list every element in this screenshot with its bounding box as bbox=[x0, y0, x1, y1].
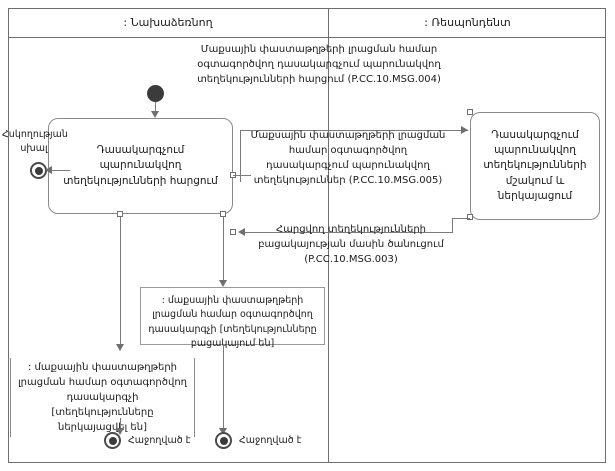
final-node-success-left bbox=[104, 432, 121, 449]
flow-seg-h-return-to-request bbox=[243, 232, 453, 233]
arrowhead-down-to-guard bbox=[116, 344, 124, 351]
swimlane-header-row bbox=[8, 8, 606, 38]
flow-request-to-error bbox=[48, 170, 70, 171]
swimlane-frame bbox=[8, 8, 606, 463]
initial-node bbox=[147, 85, 164, 102]
arrowhead-down-to-end-right bbox=[219, 428, 227, 435]
swimlane-divider bbox=[328, 8, 329, 463]
arrowhead-down-to-note bbox=[219, 280, 227, 287]
end-label-success-left: Հաջողված է bbox=[128, 435, 191, 446]
flow-request-to-note bbox=[223, 217, 224, 283]
end-label-success-right: Հաջողված է bbox=[239, 435, 302, 446]
flow-seg-h-process-return bbox=[452, 218, 470, 219]
pin-request-bottom-left bbox=[117, 211, 123, 217]
flow-seg-v-process-return bbox=[452, 218, 453, 232]
flow-request-to-guard-presented bbox=[120, 217, 121, 347]
lane-title-initiator: : Նախաձեռնող bbox=[123, 16, 213, 29]
flow-seg-v-request-up bbox=[240, 130, 241, 182]
arrowhead-down-to-request bbox=[151, 111, 159, 118]
final-node-success-right bbox=[215, 432, 232, 449]
label-control-error: Հսկողության սխալ bbox=[2, 129, 68, 154]
pin-request-bottom-right bbox=[220, 211, 226, 217]
pin-process-bottom-out bbox=[467, 214, 473, 220]
pin-request-right-notify bbox=[230, 229, 236, 235]
flow-seg-h-to-process bbox=[240, 130, 468, 131]
guard-information-presented: : մաքսային փաստաթղթերի լրացման համար օգտ… bbox=[10, 358, 195, 437]
arrowhead-right-to-process bbox=[461, 126, 468, 134]
flow-guard-to-end-left bbox=[120, 418, 121, 432]
flow-note-to-end-right bbox=[223, 345, 224, 432]
flow-seg-h-request-right bbox=[233, 175, 251, 176]
message-label-msg-004: Մաքսային փաստաթղթերի լրացման համար օգտագ… bbox=[197, 44, 441, 85]
arrowhead-left-to-error bbox=[45, 166, 52, 174]
arrowhead-down-to-end-left bbox=[116, 428, 124, 435]
message-label-msg-003: Հարցվող տեղեկությունների բացակայության մ… bbox=[258, 224, 444, 265]
pin-process-top-in bbox=[467, 109, 473, 115]
lane-title-respondent: : Ռեսպոնդենտ bbox=[424, 16, 511, 29]
activity-process-and-present[interactable]: Դասակարգչում պարունակվող տեղեկություններ… bbox=[470, 112, 600, 220]
activity-request-classifier-info[interactable]: Դասակարգչում պարունակվող տեղեկություններ… bbox=[48, 118, 233, 214]
note-information-absent: : մաքսային փաստաթղթերի լրացման համար օգտ… bbox=[140, 287, 325, 349]
arrowhead-left-to-request bbox=[238, 228, 245, 236]
flow-initial-to-request bbox=[155, 102, 156, 114]
message-label-msg-005: Մաքսային փաստաթղթերի լրացման համար օգտագ… bbox=[250, 130, 446, 186]
